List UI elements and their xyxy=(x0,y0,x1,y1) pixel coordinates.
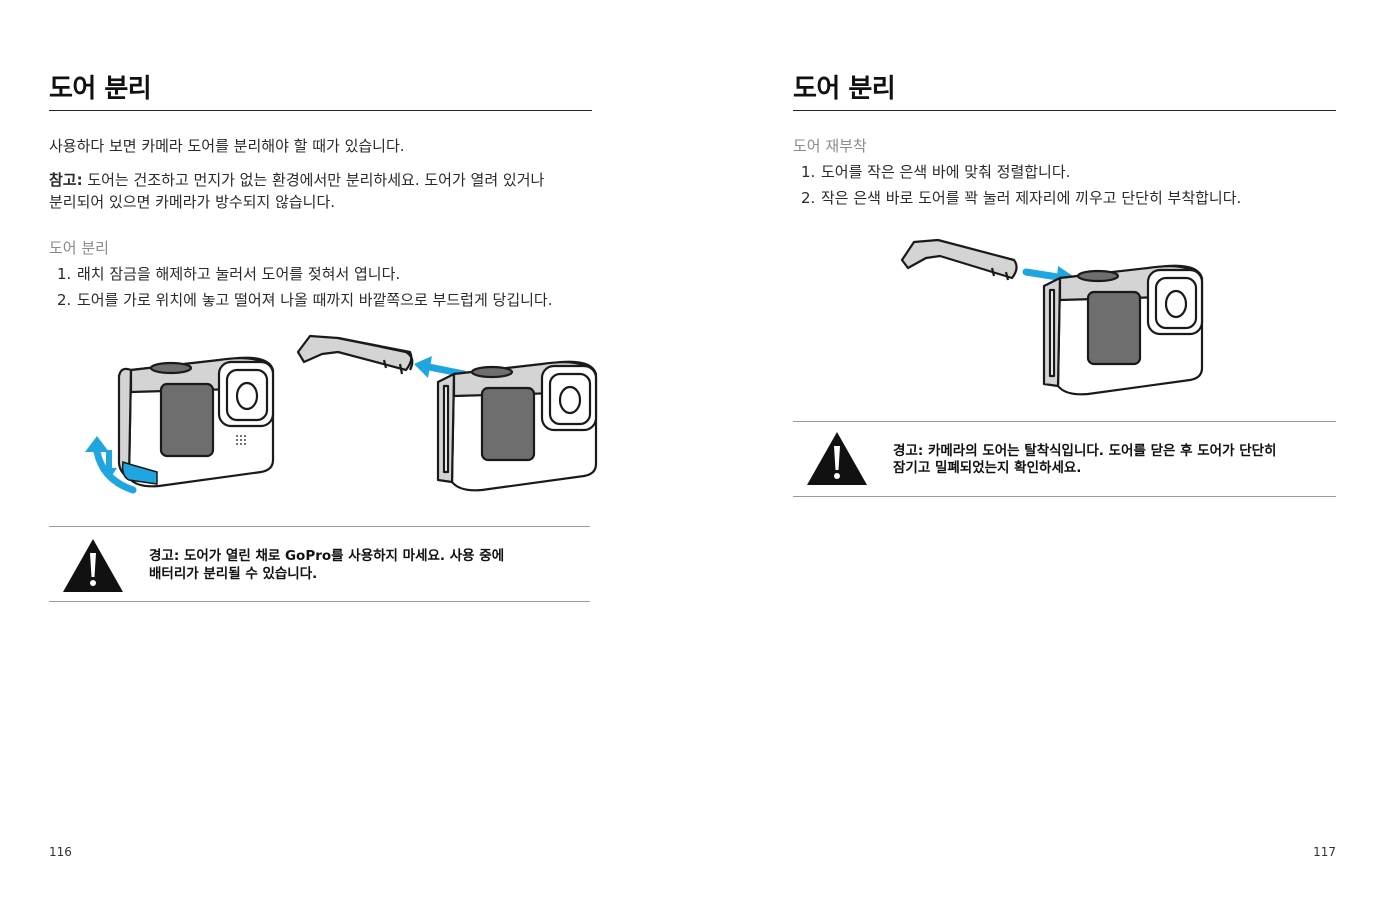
warning-bottom-divider xyxy=(49,601,590,602)
step-number: 1. xyxy=(801,163,816,181)
camera-door-reattach-illustration xyxy=(900,238,1204,396)
step-number: 2. xyxy=(801,189,816,207)
step-text: 작은 은색 바로 도어를 꽉 눌러 제자리에 끼우고 단단히 부착합니다. xyxy=(821,189,1242,207)
warning-top-divider xyxy=(49,526,590,527)
warning-text-line-1: 경고: 도어가 열린 채로 GoPro를 사용하지 마세요. 사용 중에 xyxy=(149,548,505,564)
section-subheading: 도어 분리 xyxy=(49,239,109,257)
note-line-2: 분리되어 있으면 카메라가 방수되지 않습니다. xyxy=(49,193,336,211)
warning-triangle-icon xyxy=(63,539,123,592)
arrow-icon xyxy=(101,468,117,480)
warning-triangle-icon xyxy=(807,432,867,485)
step-item: 1. 도어를 작은 은색 바에 맞춰 정렬합니다. xyxy=(801,161,1070,183)
step-text: 도어를 가로 위치에 놓고 떨어져 나올 때까지 바깥쪽으로 부드럽게 당깁니다… xyxy=(77,291,553,309)
step-item: 1. 래치 잠금을 해제하고 눌러서 도어를 젖혀서 엽니다. xyxy=(57,263,400,285)
page-title: 도어 분리 xyxy=(793,74,896,104)
intro-text: 사용하다 보면 카메라 도어를 분리해야 할 때가 있습니다. xyxy=(49,137,405,155)
note-line-1: 참고: 도어는 건조하고 먼지가 없는 환경에서만 분리하세요. 도어가 열려 … xyxy=(49,169,544,191)
note-label: 참고: xyxy=(49,171,83,189)
page-number: 116 xyxy=(49,845,72,859)
warning-top-divider xyxy=(793,421,1336,422)
step-item: 2. 작은 은색 바로 도어를 꽉 눌러 제자리에 끼우고 단단히 부착합니다. xyxy=(801,187,1241,209)
warning-text-line-1: 경고: 카메라의 도어는 탈착식입니다. 도어를 닫은 후 도어가 단단히 xyxy=(893,443,1277,459)
step-item: 2. 도어를 가로 위치에 놓고 떨어져 나올 때까지 바깥쪽으로 부드럽게 당깁… xyxy=(57,289,552,311)
arrow-icon xyxy=(85,436,109,452)
warning-bottom-divider xyxy=(793,496,1336,497)
page-number: 117 xyxy=(1313,845,1336,859)
left-page: 도어 분리 사용하다 보면 카메라 도어를 분리해야 할 때가 있습니다. 참고… xyxy=(49,0,598,898)
camera-door-removed-illustration xyxy=(296,334,598,492)
step-text: 래치 잠금을 해제하고 눌러서 도어를 젖혀서 엽니다. xyxy=(77,265,401,283)
right-page: 도어 분리 도어 재부착 1. 도어를 작은 은색 바에 맞춰 정렬합니다. 2.… xyxy=(793,0,1336,898)
title-divider xyxy=(793,110,1336,111)
title-divider xyxy=(49,110,592,111)
section-subheading: 도어 재부착 xyxy=(793,137,867,155)
step-number: 1. xyxy=(57,265,72,283)
step-text: 도어를 작은 은색 바에 맞춰 정렬합니다. xyxy=(821,163,1071,181)
arrow-icon xyxy=(414,356,432,378)
warning-text-line-2: 잠기고 밀폐되었는지 확인하세요. xyxy=(893,460,1082,476)
note-text: 도어는 건조하고 먼지가 없는 환경에서만 분리하세요. 도어가 열려 있거나 xyxy=(82,171,545,189)
camera-door-open-illustration xyxy=(85,356,275,494)
page-title: 도어 분리 xyxy=(49,74,152,104)
step-number: 2. xyxy=(57,291,72,309)
warning-text-line-2: 배터리가 분리될 수 있습니다. xyxy=(149,566,318,582)
